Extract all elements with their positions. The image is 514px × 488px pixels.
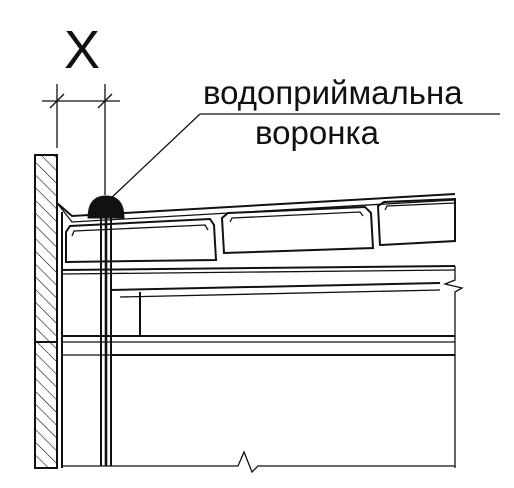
structural-slab	[62, 266, 464, 468]
dimension-line	[42, 84, 120, 195]
roof-tiles	[65, 197, 456, 264]
roof-build-up	[56, 193, 456, 275]
dimension-label: X	[64, 20, 100, 80]
drain-funnel-icon	[87, 195, 125, 219]
wall-finish-layer	[61, 212, 110, 468]
callout-label-line-2: воронка	[255, 114, 380, 151]
callout-label-line-1: водоприймальна	[203, 74, 463, 111]
wall-section	[34, 154, 58, 469]
section-break-line	[62, 450, 455, 474]
drain-pipe	[100, 212, 112, 466]
callout-leader-line	[108, 113, 500, 201]
